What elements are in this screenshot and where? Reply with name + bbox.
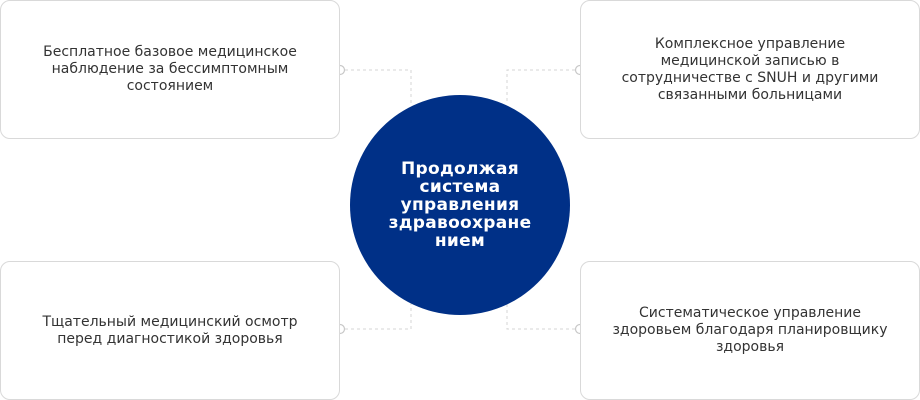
- connector-top-right: [506, 69, 575, 103]
- feature-box-health-planner: Систематическое управление здоровьем бла…: [580, 261, 920, 400]
- connector-bottom-left: [345, 300, 412, 330]
- connector-top-left: [345, 69, 412, 103]
- feature-box-thorough-checkup: Тщательный медицинский осмотр перед диаг…: [0, 261, 340, 400]
- center-circle: Продолжая система управления здравоохран…: [350, 95, 570, 315]
- feature-text-thorough-checkup: Тщательный медицинский осмотр перед диаг…: [42, 313, 298, 347]
- feature-box-medical-records: Комплексное управление медицинской запис…: [580, 0, 920, 139]
- feature-box-basic-observation: Бесплатное базовое медицинское наблюдени…: [0, 0, 340, 139]
- feature-text-basic-observation: Бесплатное базовое медицинское наблюдени…: [43, 44, 297, 94]
- feature-text-health-planner: Систематическое управление здоровьем бла…: [612, 305, 888, 355]
- connector-bottom-right: [506, 300, 575, 330]
- center-title: Продолжая система управления здравоохран…: [388, 159, 532, 251]
- feature-text-medical-records: Комплексное управление медицинской запис…: [621, 35, 879, 103]
